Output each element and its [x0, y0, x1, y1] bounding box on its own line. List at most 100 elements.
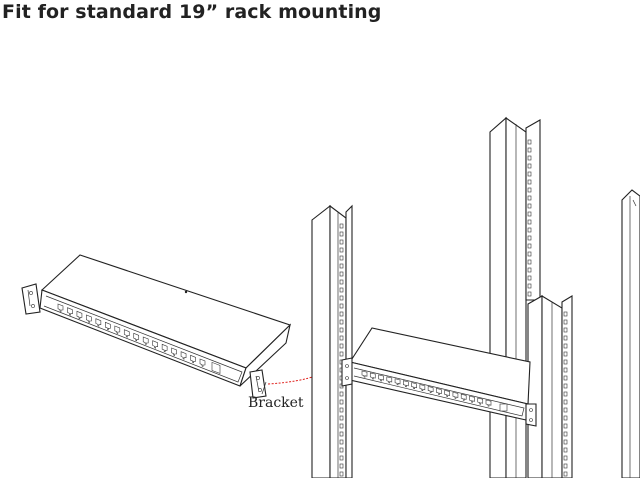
rack-post-front-left [311, 204, 353, 478]
ethernet-port-icon [361, 370, 368, 378]
ethernet-port-icon [133, 332, 140, 342]
rack-hole-icon [527, 219, 532, 225]
ethernet-port-icon [378, 374, 384, 382]
rack-hole-icon [339, 439, 344, 445]
ethernet-port-icon [485, 399, 492, 407]
rack-hole-icon [563, 447, 568, 453]
rack-hole-icon [527, 163, 532, 169]
rack-hole-icon [339, 327, 344, 333]
rack-hole-icon [563, 399, 568, 405]
rack-hole-icon [563, 335, 568, 341]
callout-arrow [267, 374, 319, 385]
rack-hole-icon [563, 471, 568, 477]
rack-hole-icon [563, 391, 568, 397]
ethernet-port-icon [419, 384, 426, 392]
rack-hole-icon [339, 335, 344, 341]
ethernet-port-icon [171, 347, 177, 356]
rack-hole-icon [339, 295, 344, 301]
ethernet-port-icon [161, 343, 168, 353]
ethernet-port-icon [95, 318, 102, 327]
ethernet-port-icon [386, 376, 393, 384]
ethernet-port-icon [477, 397, 484, 405]
rack-hole-icon [339, 391, 344, 397]
rack-hole-icon [339, 415, 344, 421]
rack-hole-icon [339, 319, 344, 325]
ethernet-port-icon [142, 336, 149, 345]
ethernet-port-icon [427, 386, 434, 394]
rack-hole-icon [563, 463, 568, 469]
ethernet-port-icon [444, 389, 450, 397]
rack-hole-icon [527, 187, 532, 193]
ethernet-port-icon [152, 340, 158, 349]
rack-hole-icon [563, 431, 568, 437]
rack-hole-icon [339, 247, 344, 253]
rack-hole-icon [527, 267, 532, 273]
rack-post-front-right [527, 295, 573, 478]
rack-hole-icon [339, 351, 344, 357]
rack-hole-icon [527, 147, 532, 153]
rack-hole-icon [563, 407, 568, 413]
rack-hole-icon [527, 195, 532, 201]
left-bracket [21, 283, 41, 315]
rack-hole-icon [339, 471, 344, 477]
rack-hole-icon [563, 415, 568, 421]
rack-hole-icon [339, 279, 344, 285]
rack-hole-icon [527, 235, 532, 241]
rack-hole-icon [527, 283, 532, 289]
rack-post-far-right [621, 189, 640, 478]
rack-hole-icon [563, 359, 568, 365]
page-title: Fit for standard 19” rack mounting [2, 1, 382, 23]
bracket-label: Bracket [248, 395, 304, 411]
rack-hole-icon [339, 263, 344, 269]
rack-hole-icon [527, 171, 532, 177]
rack-hole-icon [339, 447, 344, 453]
ethernet-port-icon [411, 382, 417, 390]
rack-hole-icon [563, 351, 568, 357]
rack-hole-icon [563, 327, 568, 333]
rack-hole-icon [563, 455, 568, 461]
rack-hole-icon [563, 423, 568, 429]
rack-hole-icon [527, 259, 532, 265]
rack-hole-icon [527, 243, 532, 249]
rack-hole-icon [563, 311, 568, 317]
ethernet-port-icon [469, 395, 475, 403]
rack-hole-icon [563, 367, 568, 373]
loose-switch [39, 254, 292, 387]
ethernet-port-icon [180, 351, 187, 360]
rack-hole-icon [563, 375, 568, 381]
rack-hole-icon [339, 399, 344, 405]
ethernet-port-icon [86, 314, 92, 323]
ethernet-port-icon [460, 393, 467, 401]
rack-hole-icon [339, 231, 344, 237]
rack-hole-icon [563, 343, 568, 349]
ethernet-port-icon [394, 378, 401, 386]
rack-hole-icon [339, 455, 344, 461]
ethernet-port-icon [105, 321, 111, 331]
rack-hole-icon [527, 211, 532, 217]
ethernet-port-icon [436, 388, 442, 395]
rack-hole-icon [339, 303, 344, 309]
ethernet-port-icon [369, 372, 376, 380]
rack-hole-icon [339, 463, 344, 469]
rack-hole-icon [339, 255, 344, 261]
rack-hole-icon [339, 271, 344, 277]
rack-hole-icon [527, 251, 532, 257]
right-bracket [249, 369, 267, 399]
mounted-switch-port-row [361, 370, 492, 407]
rack-hole-icon [527, 203, 532, 209]
rack-hole-icon [339, 423, 344, 429]
rack-hole-icon [339, 343, 344, 349]
rack-hole-icon [527, 179, 532, 185]
rack-hole-icon [563, 439, 568, 445]
ethernet-port-icon [123, 329, 130, 338]
ethernet-port-icon [57, 303, 64, 312]
rack-hole-icon [339, 223, 344, 229]
rack-hole-icon [339, 239, 344, 245]
rack-hole-icon [527, 139, 532, 145]
rack-hole-icon [563, 383, 568, 389]
mounted-switch [341, 327, 537, 427]
ethernet-port-icon [452, 391, 459, 399]
rack-hole-icon [527, 227, 532, 233]
rack-hole-icon [527, 275, 532, 281]
